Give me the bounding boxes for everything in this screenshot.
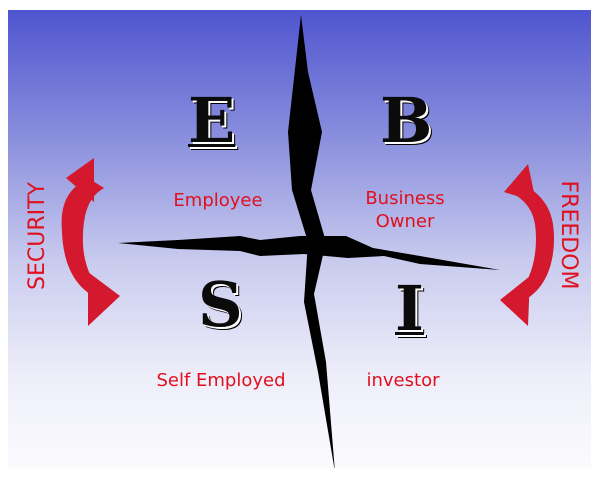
employee-label: Employee <box>173 190 263 211</box>
cashflow-quadrant-slide: E B S I Employee Business Owner Self Emp… <box>8 10 591 468</box>
quadrant-letter-i: I <box>395 272 425 345</box>
self-employed-label: Self Employed <box>156 370 286 391</box>
business-owner-label: Business Owner <box>365 188 445 232</box>
left-arrow-head-bottom <box>88 272 120 326</box>
security-label: SECURITY <box>25 182 50 290</box>
curved-arrow-icon <box>61 158 120 326</box>
quadrant-letter-e: E <box>188 84 236 157</box>
diagram-graphics <box>61 15 554 468</box>
curved-arrow-icon <box>500 164 554 326</box>
compass-horizontal-blade <box>118 236 500 270</box>
right-arrow-body <box>514 184 554 298</box>
left-arrow-body <box>61 178 104 294</box>
freedom-label: FREEDOM <box>556 180 581 290</box>
quadrant-letter-s: S <box>198 268 243 341</box>
investor-label: investor <box>366 370 440 391</box>
quadrant-letter-b: B <box>380 84 433 157</box>
right-arrow-head-bottom <box>500 276 530 326</box>
compass-cross-icon <box>118 15 500 468</box>
